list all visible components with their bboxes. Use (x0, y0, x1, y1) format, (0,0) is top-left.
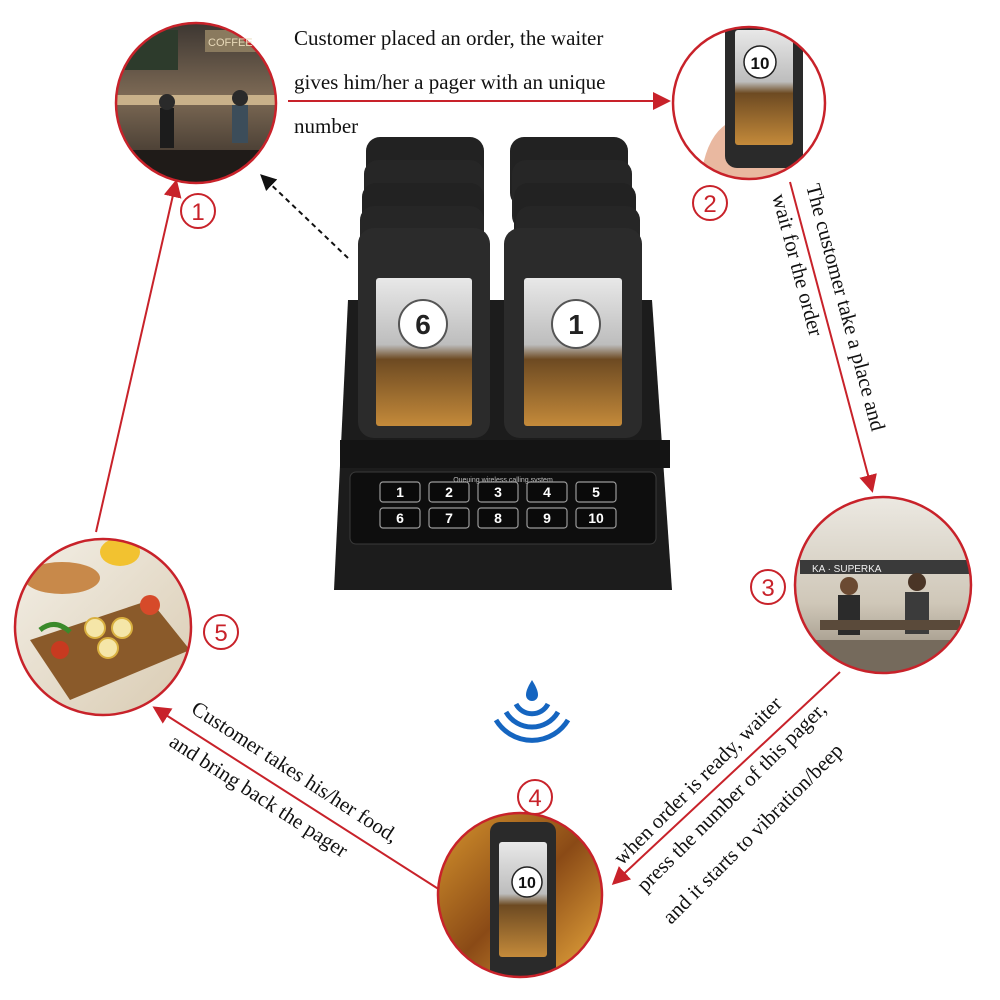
wireless-signal-icon (493, 680, 571, 743)
arrow-device-to-1 (260, 174, 349, 259)
step-3-scene: KA · SUPERKA (793, 495, 973, 675)
arrow-4-to-5 (152, 706, 441, 891)
keypad-key-7 (428, 507, 470, 529)
center-device: 6 1 Queuing wireless calling system 1 2 3 4… (334, 137, 672, 590)
step-1-scene: COFFEE (114, 21, 278, 185)
keypad-key-10 (575, 507, 617, 529)
seated-customers-photo-sign: KA · SUPERKA (812, 564, 882, 575)
front-pager-right-number: 1 (568, 309, 584, 340)
keypad-key-label-2: 2 (445, 484, 453, 500)
keypad-key-label-10: 10 (588, 510, 604, 526)
keypad-key-5 (575, 481, 617, 503)
front-pager-left: 6 (358, 228, 490, 438)
caption-step-1-to-2-line-1: Customer placed an order, the waiter (294, 26, 603, 50)
step-4-badge (517, 779, 553, 815)
step-4-scene: 10 (436, 811, 604, 979)
step-4-number: 4 (528, 785, 541, 812)
keypad-key-6 (379, 507, 421, 529)
caption-step-1-to-2: Customer placed an order, the waiter giv… (294, 26, 605, 138)
caption-step-4-to-5: Customer takes his/her food, and bring b… (165, 696, 403, 862)
keypad-key-4 (526, 481, 568, 503)
keypad-key-label-8: 8 (494, 510, 502, 526)
step-1-number: 1 (191, 199, 204, 226)
keypad-key-label-6: 6 (396, 510, 404, 526)
front-pager-right: 1 (504, 228, 642, 438)
arrow-5-to-1 (95, 179, 182, 533)
keypad-key-label-7: 7 (445, 510, 453, 526)
keypad-key-label-5: 5 (592, 484, 600, 500)
step-4-pager-number: 10 (518, 875, 536, 892)
caption-step-2-to-3: The customer take a place and wait for t… (767, 181, 890, 434)
step-2-pager-number: 10 (751, 54, 770, 73)
caption-step-1-to-2-line-2: gives him/her a pager with an unique (294, 70, 605, 94)
step-2-number: 2 (703, 191, 716, 218)
cafe-counter-photo-sign: COFFEE (208, 37, 253, 49)
step-badges: 1 2 3 4 5 (180, 185, 786, 815)
keypad: 1 2 3 4 5 6 7 8 9 10 (379, 481, 617, 529)
keypad-panel-label: Queuing wireless calling system (453, 477, 553, 484)
keypad-key-label-3: 3 (494, 484, 502, 500)
step-2-scene: 10 (671, 25, 827, 181)
flow-arrows (95, 92, 877, 891)
keypad-key-label-9: 9 (543, 510, 551, 526)
step-3-badge (750, 569, 786, 605)
caption-step-3-to-4: when order is ready, waiter press the nu… (609, 691, 848, 928)
keypad-key-3 (477, 481, 519, 503)
keypad-key-label-4: 4 (543, 484, 551, 500)
front-pager-left-number: 6 (415, 309, 431, 340)
step-5-number: 5 (214, 620, 227, 647)
keypad-key-1 (379, 481, 421, 503)
step-3-number: 3 (761, 575, 774, 602)
keypad-key-2 (428, 481, 470, 503)
keypad-key-9 (526, 507, 568, 529)
keypad-key-8 (477, 507, 519, 529)
step-2-badge (692, 185, 728, 221)
step-5-badge (203, 614, 239, 650)
arrow-3-to-4 (611, 671, 841, 886)
keypad-key-label-1: 1 (396, 484, 404, 500)
step-5-scene (13, 537, 193, 717)
step-1-badge (180, 193, 216, 229)
caption-step-1-to-2-line-3: number (294, 114, 358, 138)
arrow-2-to-3 (789, 181, 877, 493)
